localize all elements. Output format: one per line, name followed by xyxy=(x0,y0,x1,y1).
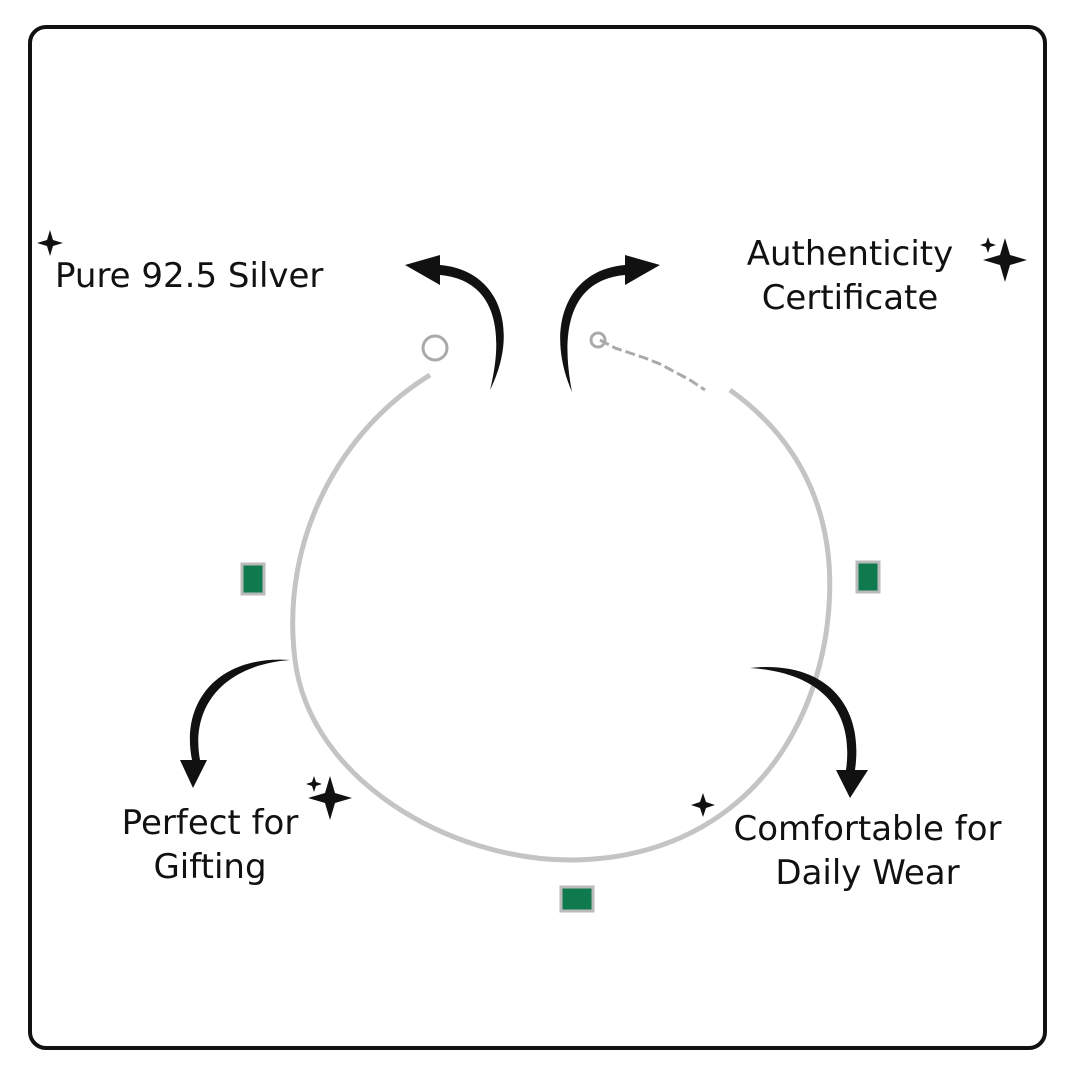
feature-comfort: Comfortable for Daily Wear xyxy=(700,807,1035,895)
arrow-gift-icon xyxy=(180,659,290,788)
feature-certificate-line1: Authenticity xyxy=(746,234,954,274)
feature-comfort-line1: Comfortable for xyxy=(733,809,1002,849)
feature-gifting-line2: Gifting xyxy=(153,847,267,887)
feature-certificate: Authenticity Certificate xyxy=(720,232,980,320)
feature-gifting: Perfect for Gifting xyxy=(90,801,330,889)
arrow-silver-icon xyxy=(405,255,504,390)
feature-comfort-line2: Daily Wear xyxy=(775,853,960,893)
arrow-cert-icon xyxy=(560,255,660,392)
bracelet-chain xyxy=(290,372,833,863)
clasp-icon xyxy=(421,331,706,392)
feature-certificate-line2: Certificate xyxy=(761,278,939,318)
arrows xyxy=(180,255,868,798)
feature-gifting-line1: Perfect for xyxy=(121,803,299,843)
arrow-comfort-icon xyxy=(750,666,868,798)
feature-silver: Pure 92.5 Silver xyxy=(55,256,324,296)
green-stones xyxy=(240,560,881,913)
sparkle-icons xyxy=(37,230,1027,820)
frame-border xyxy=(28,25,1047,1050)
